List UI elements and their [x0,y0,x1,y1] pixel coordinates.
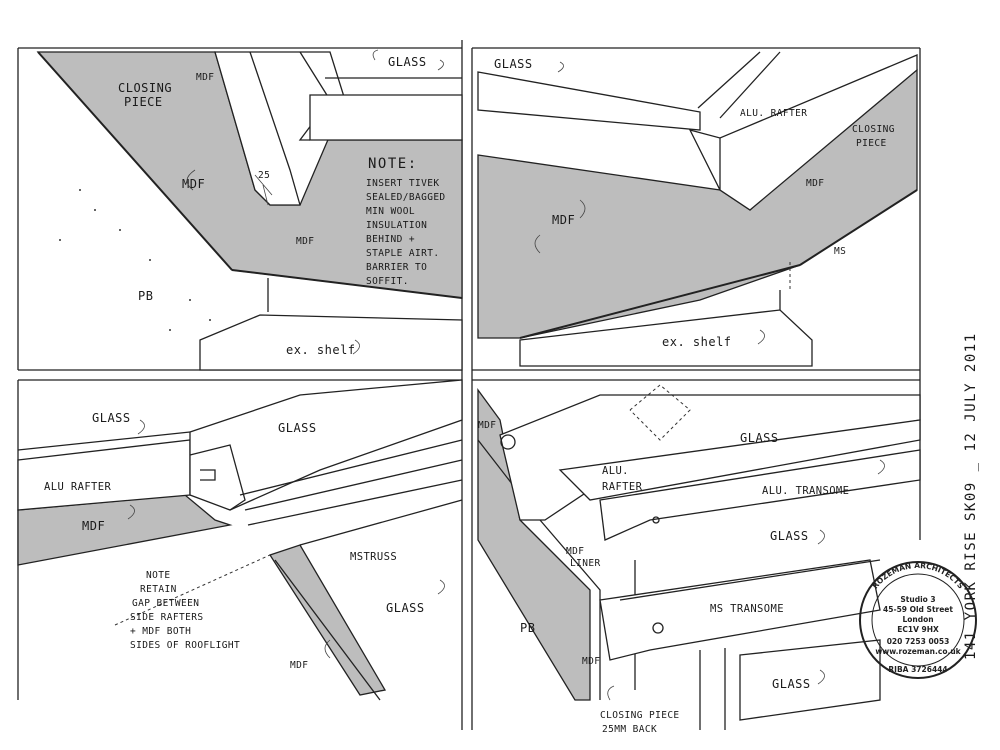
mdf-liner-label-2: LINER [570,558,601,569]
glass-label-bottom-left-right: GLASS [278,421,317,435]
dimension-label: 25 [258,170,270,181]
panel-top-right: GLASS ALU. RAFTER CLOSING PIECE MDF MDF … [477,51,918,367]
glass-label-right: GLASS [494,57,533,71]
alu-rafter-label: ALU. RAFTER [740,108,807,119]
glass-rail [309,94,463,141]
note-line-2: SEALED/BAGGED [366,192,446,203]
mdf-left-label: MDF [182,177,205,191]
note-bottom-line-5: + MDF BOTH [130,626,191,637]
note-line-5: BEHIND + [366,234,415,245]
note-bottom-line-4: SIDE RAFTERS [130,612,203,623]
stamp-web: www.rozeman.co.uk [875,647,961,656]
alu-transome-label: ALU. TRANSOME [762,485,849,497]
bolt-ms [652,622,664,634]
drawing-title: 141 YORK RISE SK09 _ 12 JULY 2011 [963,332,979,660]
mdf-liner-label-1: MDF [566,546,584,557]
glass-rail-right [477,71,701,131]
panel-top-left: CLOSING PIECE MDF MDF MDF 25 GLASS NOTE:… [36,51,463,371]
stamp-line-1: Studio 3 [900,595,935,604]
alu-rafter-label-bottom-right-2: RAFTER [602,481,643,493]
alu-rafter-label-bottom-left: ALU RAFTER [44,481,111,493]
note-line-1: INSERT TIVEK [366,178,439,189]
glass-label-mid-bottom-right: GLASS [770,529,809,543]
bolt-head [500,434,516,450]
mdf-label-bottom-left: MDF [82,519,105,533]
stamp-firm: ROZEMAN ARCHITECTS [871,561,966,591]
mdf-center-label: MDF [296,236,314,247]
speckle-dots [59,189,211,331]
note-bottom-line-6: SIDES OF ROOFLIGHT [130,640,240,651]
bolt-small [652,516,660,524]
glass-label-bottom-left: GLASS [92,411,131,425]
glass-label-top-bottom-right: GLASS [740,431,779,445]
mdf-label-bottom-right-lower: MDF [582,656,600,667]
note-line-3: MIN WOOL [366,206,415,217]
closing-piece-label-right-1: CLOSING [852,124,895,135]
shelf-label-right: ex. shelf [662,335,732,349]
stamp-line-2: 45-59 Old Street [883,605,953,614]
ex-shelf [199,314,463,371]
mdf-small-label: MDF [196,72,214,83]
closing-piece-label-right-2: PIECE [856,138,887,149]
pb-label-bottom-right: PB [520,621,535,635]
alu-transome [599,449,921,541]
ex-shelf-right [519,309,813,367]
closing-piece-label-1: CLOSING [118,81,172,95]
glass-label-bottom: GLASS [386,601,425,615]
stamp-phone: 020 7253 0053 [887,637,950,646]
mdf-roof-strip [269,544,387,696]
note-block-bottom: NOTE RETAIN GAP BETWEEN SIDE RAFTERS + M… [130,570,240,651]
glass-bottom-panel [739,639,881,721]
alu-rafter-label-bottom-right-1: ALU. [602,465,629,477]
note-title: NOTE: [368,156,418,172]
annotation-arrows [127,49,885,701]
mdf-label-bottom: MDF [290,660,308,671]
ms-transome-label: MS TRANSOME [710,603,784,615]
ms-truss-frame [189,379,463,511]
pb-label: PB [138,289,153,303]
closing-piece-bottom-2: 25MM BACK [602,724,657,735]
stamp-line-3: London [902,615,933,624]
note-block: NOTE: INSERT TIVEK SEALED/BAGGED MIN WOO… [366,156,446,287]
ms-truss-label: MSTRUSS [350,551,397,563]
mdf-left-label-right: MDF [552,213,575,227]
mdf-label-bottom-right: MDF [478,420,496,431]
shelf-label: ex. shelf [286,343,356,357]
stamp-riba: RIBA 3726444 [888,665,947,674]
note-line-6: STAPLE AIRT. [366,248,439,259]
ms-transome [599,559,881,661]
closing-piece-bottom-1: CLOSING PIECE [600,710,680,721]
mdf-right-label: MDF [806,178,824,189]
note-bottom-line-2: RETAIN [140,584,177,595]
architect-stamp: ROZEMAN ARCHITECTS Studio 3 45-59 Old St… [859,561,977,679]
panel-bottom-right: MDF ALU. RAFTER GLASS ALU. TRANSOME GLAS… [477,384,921,735]
note-bottom-line-3: GAP BETWEEN [132,598,199,609]
panel-bottom-left: GLASS GLASS ALU RAFTER MDF MSTRUSS NOTE … [17,379,463,701]
glass-label: GLASS [388,55,427,69]
ms-label: MS [834,246,846,257]
stamp-line-4: EC1V 9HX [897,625,939,634]
glass-transome [558,419,921,501]
note-line-8: SOFFIT. [366,276,409,287]
note-line-4: INSULATION [366,220,427,231]
closing-piece-label-2: PIECE [124,95,163,109]
note-bottom-line-1: NOTE [146,570,170,581]
glass-label-bottom-right-lower: GLASS [772,677,811,691]
note-line-7: BARRIER TO [366,262,427,273]
